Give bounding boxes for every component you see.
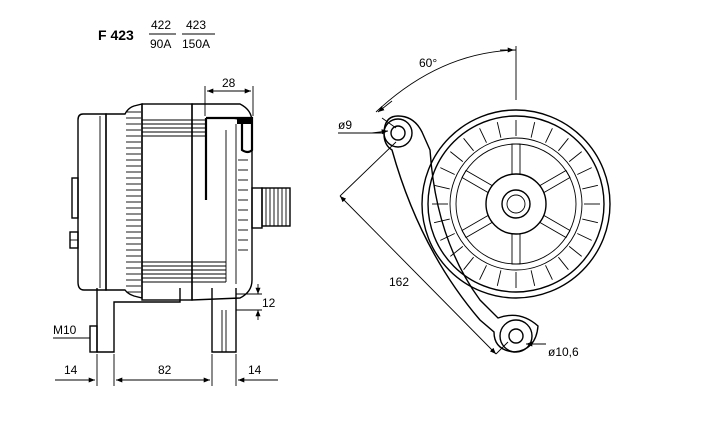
inner-ring	[449, 137, 583, 271]
vent-slot	[463, 256, 474, 270]
spoke	[461, 169, 493, 194]
bottom-mounting-boss	[499, 319, 533, 353]
shaft-threads	[265, 188, 287, 226]
hole-top-label: ø9	[338, 118, 352, 132]
top-mounting-boss	[383, 118, 413, 148]
dim-28-label: 28	[222, 76, 236, 90]
hub	[485, 173, 547, 235]
spoke	[539, 169, 571, 194]
spoke	[511, 143, 521, 175]
vent-slot	[582, 218, 599, 224]
spoke	[539, 214, 571, 239]
stator	[141, 103, 193, 301]
vent-slot	[558, 256, 569, 270]
hole-bottom-label: ø10,6	[548, 345, 579, 359]
vent-slot	[568, 246, 582, 257]
vent-slot	[577, 167, 592, 175]
angle-label: 60°	[419, 56, 437, 70]
vent-slot	[479, 265, 487, 280]
bottom-mounting-hole	[508, 328, 524, 344]
vent-slot	[568, 151, 582, 162]
vent-slot	[450, 151, 464, 162]
front-housing	[191, 103, 253, 301]
vent-slot	[463, 138, 474, 152]
shaft-hole	[501, 189, 531, 219]
spoke	[461, 214, 493, 239]
variant-a-rating: 90A	[150, 37, 171, 51]
dim-162-label: 162	[389, 275, 409, 289]
dim-14-left-label: 14	[64, 363, 78, 377]
vent-slot	[496, 121, 502, 138]
cooling-fins	[126, 111, 248, 293]
dim-162-line	[339, 195, 497, 355]
slip-ring-housing	[105, 103, 143, 299]
terminal-block	[71, 177, 79, 219]
vent-slot	[558, 138, 569, 152]
vent-slot	[479, 128, 487, 143]
vent-slot	[496, 270, 502, 287]
front-view: 60° ø9 162 ø10,6	[338, 46, 611, 359]
vent-slot	[582, 184, 599, 190]
dim-12-label: 12	[262, 296, 276, 310]
shaft	[261, 187, 291, 227]
housing-vents	[432, 120, 600, 288]
vent-slot	[577, 233, 592, 241]
side-view: 28 12 M10 14 82 14	[53, 76, 291, 386]
vent-slot	[530, 121, 536, 138]
top-mounting-lug	[204, 116, 254, 200]
angle-arc	[375, 49, 517, 113]
bolt-label: M10	[53, 323, 77, 337]
vent-slot	[545, 265, 553, 280]
variant-a-code: 422	[151, 18, 171, 32]
rear-cover	[77, 113, 107, 291]
top-mounting-hole	[390, 125, 406, 141]
bolt-head	[89, 325, 98, 353]
vent-slot	[530, 270, 536, 287]
shaft-boss	[251, 187, 263, 229]
spoke	[511, 233, 521, 265]
vent-slot	[433, 184, 450, 190]
dim-14-right-label: 14	[248, 363, 262, 377]
vent-slot	[440, 167, 455, 175]
vent-slot	[545, 128, 553, 143]
variant-b-rating: 150A	[182, 37, 210, 51]
dim-82-label: 82	[158, 363, 172, 377]
header-block: F 423 422 90A 423 150A	[98, 18, 215, 51]
variant-b-code: 423	[186, 18, 206, 32]
right-mounting-foot	[211, 288, 237, 353]
model-title: F 423	[98, 27, 134, 43]
